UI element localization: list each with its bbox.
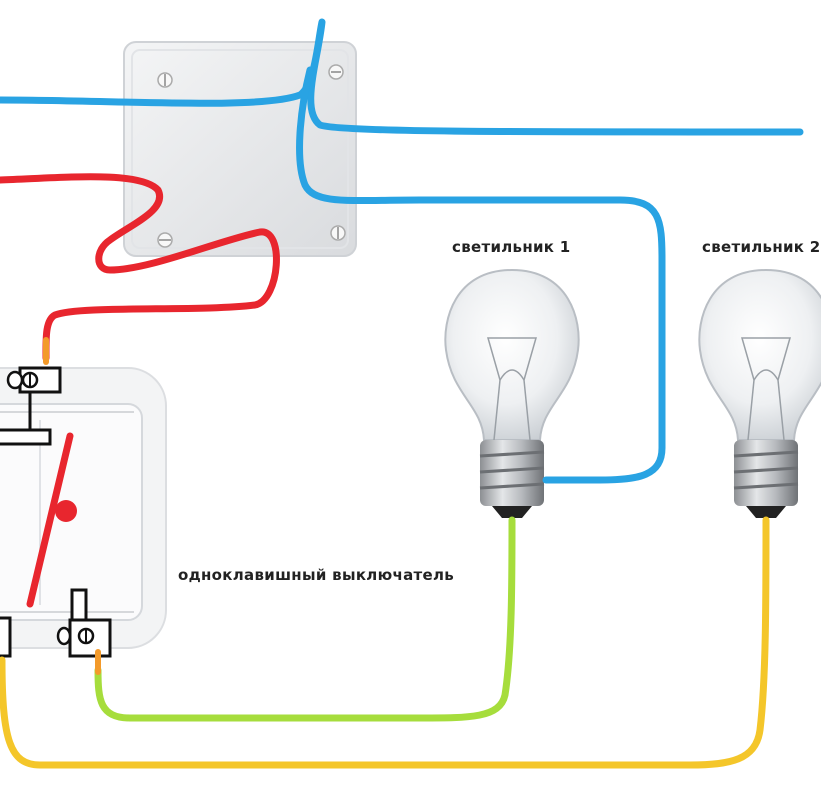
lamp-1-label: светильник 1	[452, 238, 571, 256]
screw-icon	[328, 64, 344, 80]
screw-icon	[330, 225, 346, 241]
terminal-bottom-left	[0, 616, 12, 658]
lamp-2-label: светильник 2	[702, 238, 821, 256]
neutral-wire-lamp1	[296, 66, 666, 484]
single-key-switch	[0, 366, 167, 658]
lamp-1	[444, 268, 580, 518]
terminal-bottom-right	[56, 588, 112, 658]
screw-icon	[157, 232, 173, 248]
screw-icon	[157, 72, 173, 88]
wiring-diagram	[0, 18, 821, 769]
phase-wire	[0, 173, 280, 362]
terminal-top	[0, 366, 62, 446]
neutral-wire-main	[0, 18, 804, 136]
junction-box	[123, 41, 357, 257]
switch-lever	[26, 432, 74, 608]
lamp1-return-wire	[94, 516, 516, 722]
lamp2-return-wire	[0, 516, 770, 769]
switch-label: одноклавишный выключатель	[178, 566, 455, 584]
lever-pivot	[55, 500, 77, 522]
lamp-2	[698, 268, 821, 518]
